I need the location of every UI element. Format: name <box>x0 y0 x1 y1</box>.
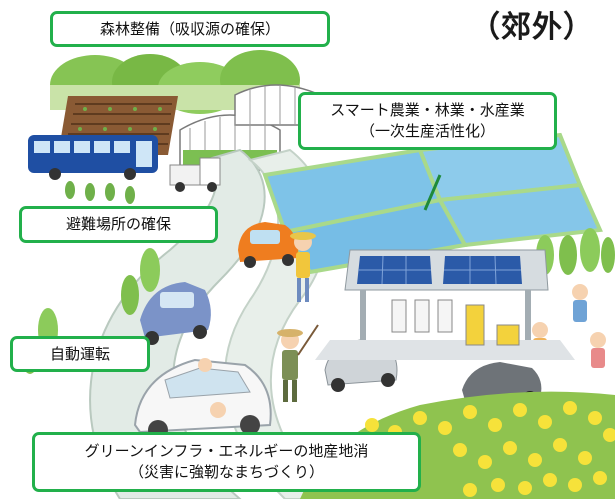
green-infra-label: グリーンインフラ・エネルギーの地産地消 （災害に強靭なまちづくり） <box>32 432 421 492</box>
smart-industry-line1: スマート農業・林業・水産業 <box>330 101 525 119</box>
green-infra-line1: グリーンインフラ・エネルギーの地産地消 <box>84 442 369 460</box>
person-icon <box>532 284 606 368</box>
forest-label-text: 森林整備（吸収源の確保） <box>99 20 280 38</box>
shelter-label: 避難場所の確保 <box>19 206 218 243</box>
person-icon <box>198 358 226 418</box>
truck-icon <box>169 157 221 192</box>
smart-industry-line2: （一次生産活性化） <box>359 122 495 140</box>
bus-icon <box>28 135 158 180</box>
person-icon <box>277 324 319 402</box>
shelter-label-text: 避難場所の確保 <box>65 215 171 233</box>
autodrive-label-text: 自動運転 <box>49 345 110 363</box>
car-icon <box>238 222 299 268</box>
car-icon <box>140 282 211 345</box>
ev-charger-icon <box>391 299 520 346</box>
green-infra-line2: （災害に強靭なまちづくり） <box>128 463 324 481</box>
person-icon <box>290 232 316 302</box>
car-icon <box>133 358 272 440</box>
page-title: （郊外） <box>470 10 594 45</box>
autodrive-label: 自動運転 <box>10 336 150 372</box>
smart-industry-label: スマート農業・林業・水産業 （一次生産活性化） <box>298 92 557 150</box>
paddy-field <box>262 132 603 275</box>
forest-label: 森林整備（吸収源の確保） <box>50 11 330 47</box>
